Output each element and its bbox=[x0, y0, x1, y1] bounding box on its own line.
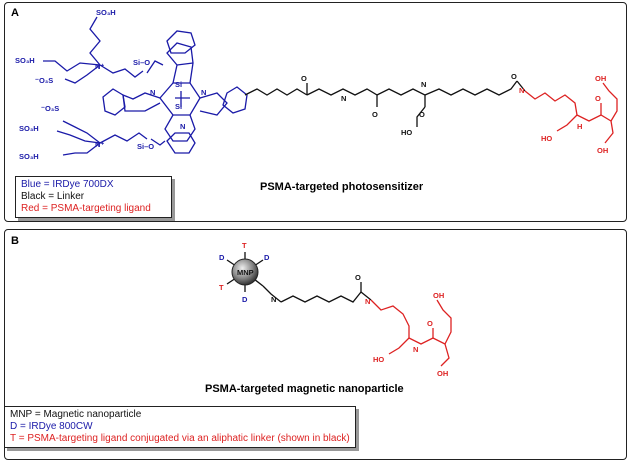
panel-a: A bbox=[4, 2, 627, 222]
legend-a-item-black: Black = Linker bbox=[21, 191, 85, 202]
panel-a-caption: PSMA-targeted photosensitizer bbox=[260, 181, 424, 193]
carbonyl-o-1: O bbox=[301, 74, 307, 83]
nanoparticle-structure: MNP T D D T D N O N bbox=[219, 241, 452, 378]
ligand-b-ho-left: HO bbox=[373, 355, 384, 364]
nanoparticle-sphere bbox=[231, 258, 259, 286]
psma-ligand-a bbox=[524, 82, 618, 144]
n-plus-upper: N⁺ bbox=[95, 62, 104, 71]
carbonyl-o-2: O bbox=[372, 110, 378, 119]
so3h-label-top: SO₃H bbox=[96, 8, 116, 17]
carbonyl-o-4: O bbox=[511, 72, 517, 81]
n-atom-right: N bbox=[201, 88, 206, 97]
d-label-left: D bbox=[219, 253, 225, 262]
panel-b-label: B bbox=[11, 235, 19, 247]
si-o-upper: Si–O bbox=[133, 58, 150, 67]
panel-b: B MNP T D D T D bbox=[4, 229, 627, 460]
panel-b-legend: MNP = Magnetic nanoparticle D = IRDye 80… bbox=[4, 406, 356, 448]
n-atom-left: N bbox=[150, 88, 155, 97]
ligand-b-oh-top: OH bbox=[433, 291, 444, 300]
ligand-oh-top: OH bbox=[595, 74, 606, 83]
mnp-label: MNP bbox=[237, 268, 254, 277]
panel-b-caption: PSMA-targeted magnetic nanoparticle bbox=[205, 383, 404, 395]
nh-label-2: N bbox=[421, 80, 426, 89]
d-label-right: D bbox=[264, 253, 270, 262]
ligand-ho-left: HO bbox=[541, 134, 552, 143]
ligand-b-nh: N bbox=[365, 297, 370, 306]
carbonyl-o-b: O bbox=[355, 273, 361, 282]
linker-chain-b bbox=[262, 282, 372, 303]
ligand-b-oh-right: OH bbox=[437, 369, 448, 378]
so3-anion-label-upper: ⁻O₃S bbox=[35, 76, 53, 85]
so3-anion-label-lower: ⁻O₃S bbox=[41, 104, 59, 113]
legend-b-item-mnp: MNP = Magnetic nanoparticle bbox=[10, 409, 142, 420]
ligand-nh-label: N bbox=[519, 86, 524, 95]
n-atom-bottom: N bbox=[180, 122, 185, 131]
nh-label-b: N bbox=[271, 295, 276, 304]
acid-ho-label: HO bbox=[401, 128, 412, 137]
irdye700dx-core bbox=[43, 16, 248, 156]
t-label-top: T bbox=[242, 241, 247, 250]
t-label-left: T bbox=[219, 283, 224, 292]
si-center-lower: Si bbox=[175, 102, 182, 111]
si-center-upper: Si bbox=[175, 80, 182, 89]
legend-a-item-blue: Blue = IRDye 700DX bbox=[21, 179, 114, 190]
photosensitizer-structure: SO₃H SO₃H ⁻O₃S N⁺ Si–O ⁻O₃S SO₃H SO₃H N⁺… bbox=[15, 8, 618, 161]
carbonyl-o-3: O bbox=[419, 110, 425, 119]
so3h-label-upper: SO₃H bbox=[15, 56, 35, 65]
linker-chain bbox=[244, 80, 526, 127]
ligand-oh-right: OH bbox=[597, 146, 608, 155]
psma-ligand-b bbox=[370, 299, 452, 367]
ligand-o-label: O bbox=[595, 94, 601, 103]
ligand-b-n-label: N bbox=[413, 345, 418, 354]
so3h-label-bottom: SO₃H bbox=[19, 152, 39, 161]
ligand-h-label: H bbox=[577, 122, 582, 131]
legend-b-item-t: T = PSMA-targeting ligand conjugated via… bbox=[10, 433, 350, 444]
si-o-lower: Si–O bbox=[137, 142, 154, 151]
nh-label-1: N bbox=[341, 94, 346, 103]
legend-a-item-red: Red = PSMA-targeting ligand bbox=[21, 203, 151, 214]
panel-a-label: A bbox=[11, 7, 19, 19]
legend-b-item-d: D = IRDye 800CW bbox=[10, 421, 93, 432]
panel-a-legend: Blue = IRDye 700DX Black = Linker Red = … bbox=[15, 176, 172, 218]
n-plus-lower: N⁺ bbox=[95, 140, 104, 149]
d-label-bottom: D bbox=[242, 295, 248, 304]
ligand-b-o-label: O bbox=[427, 319, 433, 328]
so3h-label-lower: SO₃H bbox=[19, 124, 39, 133]
